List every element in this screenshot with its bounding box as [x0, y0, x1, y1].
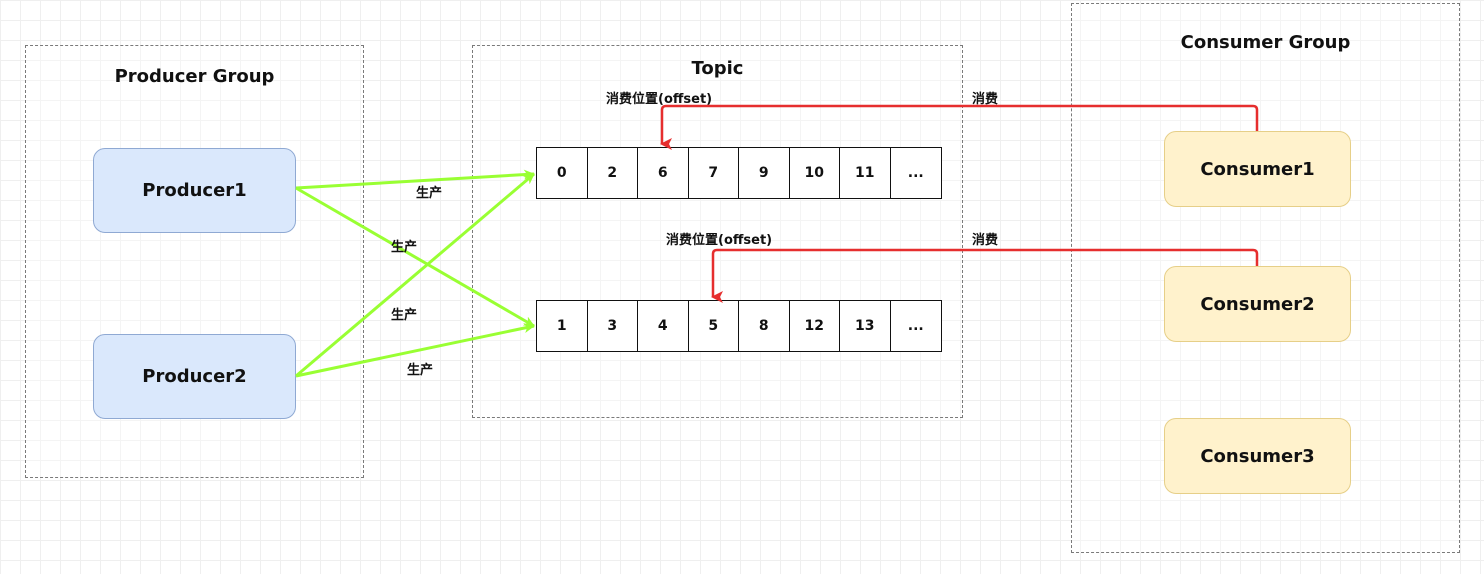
queue-1-cell: 11	[840, 148, 891, 198]
queue-2-cell: 4	[638, 301, 689, 351]
consumer-2[interactable]: Consumer2	[1164, 266, 1351, 342]
queue-1-cell: 6	[638, 148, 689, 198]
queue-2-cell: 12	[790, 301, 840, 351]
queue-1-cell: 10	[790, 148, 840, 198]
consumer-1[interactable]: Consumer1	[1164, 131, 1351, 207]
queue-2-cell: 5	[689, 301, 739, 351]
queue-1: 0 2 6 7 9 10 11 ...	[536, 147, 942, 199]
queue-2-cell: 13	[840, 301, 891, 351]
producer-2[interactable]: Producer2	[93, 334, 296, 419]
consumer-3[interactable]: Consumer3	[1164, 418, 1351, 494]
produce-label-3: 生产	[391, 308, 418, 323]
producer-1[interactable]: Producer1	[93, 148, 296, 233]
queue-1-cell: ...	[907, 165, 924, 181]
queue-2-cell: 8	[739, 301, 790, 351]
topic-title: Topic	[691, 58, 744, 79]
consume-label-2: 消费	[972, 233, 999, 248]
produce-label-1: 生产	[416, 186, 443, 201]
queue-2-offset-label: 消费位置(offset)	[666, 233, 773, 248]
queue-2: 1 3 4 5 8 12 13 ...	[536, 300, 942, 352]
queue-2-cell: 1	[537, 301, 588, 351]
queue-1-cell: 9	[739, 148, 790, 198]
consume-label-1: 消费	[972, 92, 999, 107]
queue-1-cell: 0	[537, 148, 588, 198]
queue-2-cell: ...	[907, 318, 924, 334]
consumer-group-title: Consumer Group	[1180, 32, 1351, 53]
produce-label-4: 生产	[407, 363, 434, 378]
produce-label-2: 生产	[391, 240, 418, 255]
queue-1-cell: 2	[588, 148, 638, 198]
producer-group-title: Producer Group	[114, 66, 275, 87]
queue-2-cell: 3	[588, 301, 638, 351]
queue-1-cell: 7	[689, 148, 739, 198]
queue-1-offset-label: 消费位置(offset)	[606, 92, 713, 107]
